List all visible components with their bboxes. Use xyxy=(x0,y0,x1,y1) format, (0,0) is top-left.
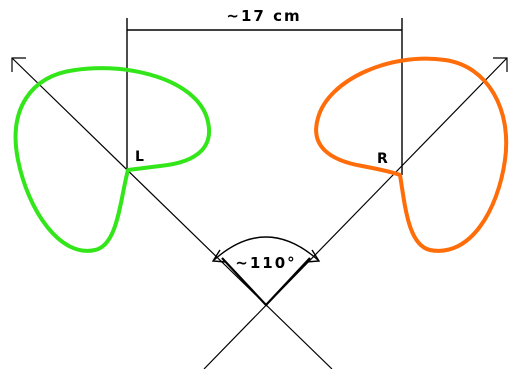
spacing-label: ~17 cm xyxy=(226,7,301,25)
left-mic-axis-line xyxy=(11,57,333,369)
right-mic-label: R xyxy=(377,151,388,167)
right-mic-axis-line xyxy=(203,57,508,369)
angle-label: ~110° xyxy=(235,254,296,272)
right-axis-arrow xyxy=(493,57,508,72)
right-polar-pattern xyxy=(314,56,509,253)
left-mic-label: L xyxy=(135,149,144,165)
angle-arc xyxy=(213,236,319,261)
left-polar-pattern xyxy=(13,66,212,253)
left-axis-arrow xyxy=(11,57,26,72)
angle-arc-left-arrow xyxy=(211,249,227,263)
angle-vertex xyxy=(221,257,311,307)
angle-arc-right-arrow xyxy=(305,249,321,263)
